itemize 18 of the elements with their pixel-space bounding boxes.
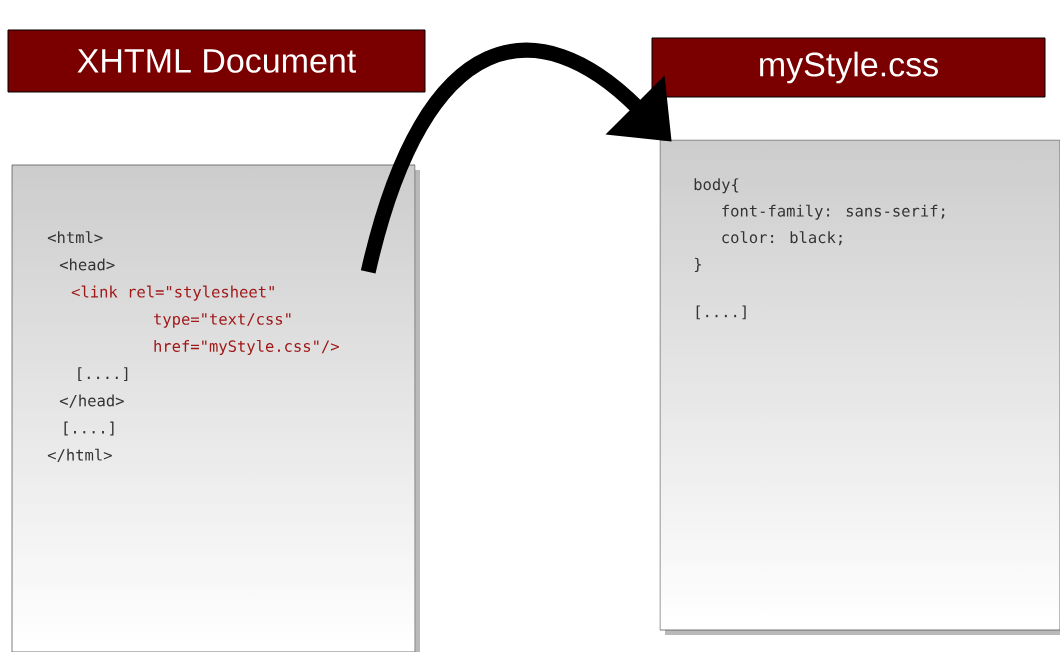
code-line: <link rel="stylesheet"	[71, 285, 274, 301]
code-line: color: black;	[722, 231, 842, 246]
code-line: href="myStyle.css"/>	[154, 339, 339, 355]
document-page	[659, 139, 1060, 635]
document-page	[11, 164, 420, 652]
code-line: font-family: sans-serif;	[722, 204, 945, 220]
code-line: </html>	[47, 448, 112, 463]
code-line: </head>	[59, 394, 124, 408]
title-banner: myStyle.css	[651, 37, 1046, 98]
code-line: [....]	[64, 421, 114, 436]
title-banner: XHTML Document	[7, 29, 426, 93]
code-line: body{	[694, 178, 739, 194]
code-line: <head>	[59, 258, 115, 271]
code-line: <html>	[47, 231, 103, 243]
code-line: type="text/css"	[154, 313, 291, 328]
code-line: }	[694, 257, 701, 272]
code-line: [....]	[78, 367, 128, 382]
code-line: [....]	[696, 305, 746, 320]
